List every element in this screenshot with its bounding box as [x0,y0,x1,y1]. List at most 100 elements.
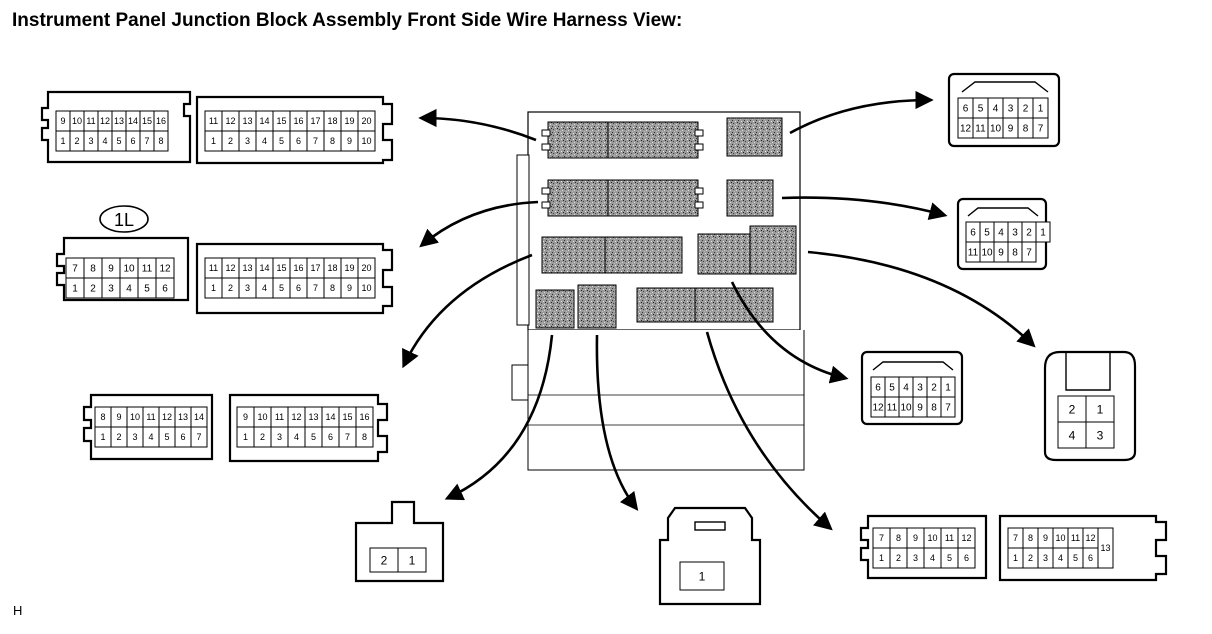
pin-number: 10 [900,403,912,414]
pin-number: 2 [931,383,937,394]
pin-number: 4 [294,432,299,442]
pin-number: 1 [1038,104,1044,115]
pin-number: 3 [1043,553,1048,563]
pin-cell [397,547,427,573]
pin-number: 1 [211,283,216,293]
pin-number: 12 [100,116,110,126]
pin-cell [1057,395,1087,423]
pin-number: 11 [86,116,95,126]
pin-number: 1 [1013,553,1018,563]
pin-number: 20 [361,263,371,273]
pin-number: 12 [225,263,235,273]
pin-number: 15 [276,116,286,126]
pin-number: 2 [1026,228,1032,239]
pin-number: 11 [209,116,218,126]
pin-number: 1 [1040,228,1046,239]
pin-number: 13 [308,412,318,422]
pin-number: 14 [194,412,204,422]
pin-number: 15 [276,263,286,273]
pin-number: 5 [889,383,895,394]
pin-number: 9 [1008,124,1014,135]
pin-number: 6 [130,136,135,146]
pin-number: 1 [100,432,105,442]
pin-cell [357,277,376,299]
pin-number: 3 [1097,428,1104,442]
pin-number: 5 [978,104,984,115]
pin-number: 5 [279,136,284,146]
pin-number: 8 [1012,248,1018,259]
pin-number: 10 [990,124,1002,135]
pin-number: 6 [963,104,969,115]
pin-number: 1 [699,569,706,583]
pin-number: 2 [381,553,388,567]
pin-number: 7 [313,136,318,146]
pin-number: 1 [243,432,248,442]
pin-number: 17 [310,116,320,126]
socket-2 [726,117,783,157]
pin-number: 4 [930,553,935,563]
pin-number: 11 [209,263,218,273]
pin-number: 15 [342,412,352,422]
pin-number: 1 [1097,402,1104,416]
pin-number: 4 [1069,428,1076,442]
pin-number: 4 [903,383,909,394]
pin-number: 8 [330,283,335,293]
pin-number: 6 [328,432,333,442]
pin-number: 10 [123,264,135,275]
pin-number: 9 [347,283,352,293]
pin-number: 13 [114,116,124,126]
pin-number: 3 [1008,104,1014,115]
pin-number: 6 [296,136,301,146]
pin-number: 12 [225,116,235,126]
pin-number: 10 [927,533,937,543]
pin-number: 12 [960,124,972,135]
pin-number: 6 [964,553,969,563]
pin-number: 19 [344,263,354,273]
socket-5 [541,236,683,274]
pin-number: 5 [144,284,150,295]
pin-number: 9 [913,533,918,543]
pin-number: 9 [116,412,121,422]
pin-number: 5 [311,432,316,442]
pin-number: 2 [74,136,79,146]
pin-number: 5 [164,432,169,442]
pin-number: 18 [327,263,337,273]
pin-number: 2 [90,284,96,295]
pin-number: 9 [243,412,248,422]
pin-number: 6 [1088,553,1093,563]
pin-number: 4 [126,284,132,295]
pin-number: 16 [293,263,303,273]
pin-number: 5 [1073,553,1078,563]
pin-cell [1021,241,1037,263]
pin-number: 1 [211,136,216,146]
pin-number: 3 [1012,228,1018,239]
pin-number: 1 [409,553,416,567]
pin-number: 8 [362,432,367,442]
pin-number: 13 [178,412,188,422]
pin-number: 8 [90,264,96,275]
pin-number: 10 [72,116,82,126]
pin-number: 9 [998,248,1004,259]
pin-cell [1057,421,1087,449]
pin-number: 3 [913,553,918,563]
pin-number: 2 [1028,553,1033,563]
pin-number: 7 [313,283,318,293]
pin-number: 6 [875,383,881,394]
pin-number: 2 [896,553,901,563]
pin-number: 11 [146,412,155,422]
pin-cell [190,426,208,448]
pin-number: 14 [259,263,269,273]
pin-number: 8 [100,412,105,422]
pin-number: 6 [970,228,976,239]
